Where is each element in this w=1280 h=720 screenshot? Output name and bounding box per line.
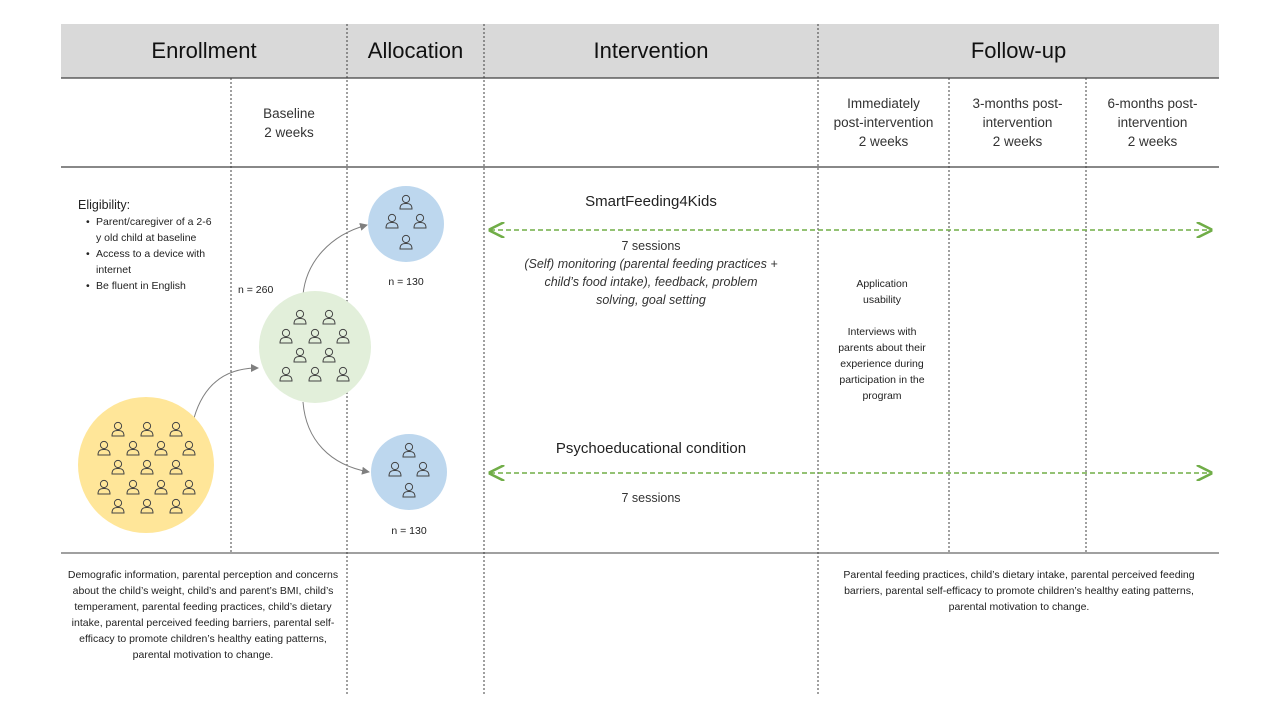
arm-smartfeeding-sessions: 7 sessions bbox=[621, 239, 681, 253]
followup-usability-note: Application usability bbox=[856, 278, 908, 306]
timepoint-baseline: Baseline 2 weeks bbox=[231, 104, 347, 142]
timepoint-label: 3-months post- bbox=[972, 96, 1063, 111]
timepoint-duration: 2 weeks bbox=[992, 134, 1043, 149]
n-total-label: n = 260 bbox=[238, 284, 274, 296]
arrow-to-group1 bbox=[302, 222, 368, 296]
timepoint-duration: 2 weeks bbox=[264, 125, 314, 140]
arm-smartfeeding-content: (Self) monitoring (parental feeding prac… bbox=[524, 257, 778, 307]
timepoint-6-months: 6-months post- intervention 2 weeks bbox=[1086, 94, 1219, 151]
eligibility-criterion: Parent/caregiver of a 2-6 y old child at… bbox=[86, 214, 216, 246]
timepoint-duration: 2 weeks bbox=[1127, 134, 1178, 149]
timepoint-duration: 2 weeks bbox=[858, 134, 909, 149]
arrow-pool-to-allocation bbox=[193, 364, 259, 419]
timepoint-immediate-post: Immediately post-intervention 2 weeks bbox=[818, 94, 949, 151]
phase-follow-up: Follow-up bbox=[970, 38, 1067, 63]
eligibility-box: Eligibility: Parent/caregiver of a 2-6 y… bbox=[78, 198, 228, 294]
eligibility-criterion: Access to a device with internet bbox=[86, 246, 211, 278]
eligibility-criterion: Be fluent in English bbox=[86, 278, 228, 294]
baseline-measures: Demografic information, parental percept… bbox=[67, 569, 339, 661]
timepoint-3-months: 3-months post- intervention 2 weeks bbox=[949, 94, 1086, 151]
phase-allocation: Allocation bbox=[367, 38, 464, 63]
timepoint-label: Immediately bbox=[847, 96, 920, 111]
phase-intervention: Intervention bbox=[593, 38, 709, 63]
arm-psychoeducational-name: Psychoeducational condition bbox=[555, 440, 747, 457]
followup-interviews-note: Interviews with parents about their expe… bbox=[838, 326, 926, 402]
eligibility-title: Eligibility: bbox=[78, 198, 131, 212]
timepoint-label: intervention bbox=[982, 115, 1053, 130]
arm-psychoeducational-sessions: 7 sessions bbox=[621, 491, 681, 505]
n-group1-label: n = 130 bbox=[388, 276, 424, 288]
timepoint-label: intervention bbox=[1117, 115, 1188, 130]
group2-circle bbox=[371, 434, 447, 510]
allocation-circle bbox=[259, 291, 371, 403]
n-group2-label: n = 130 bbox=[391, 525, 427, 537]
group1-circle bbox=[368, 186, 444, 262]
arm-smartfeeding-name: SmartFeeding4Kids bbox=[585, 193, 717, 210]
timepoint-label: post-intervention bbox=[833, 115, 934, 130]
phase-enrollment: Enrollment bbox=[151, 38, 257, 63]
header-band bbox=[61, 24, 1219, 78]
timepoint-label: 6-months post- bbox=[1107, 96, 1198, 111]
arrow-to-group2 bbox=[302, 401, 370, 475]
timepoint-label: Baseline bbox=[263, 106, 315, 121]
followup-measures: Parental feeding practices, child’s diet… bbox=[843, 569, 1195, 613]
